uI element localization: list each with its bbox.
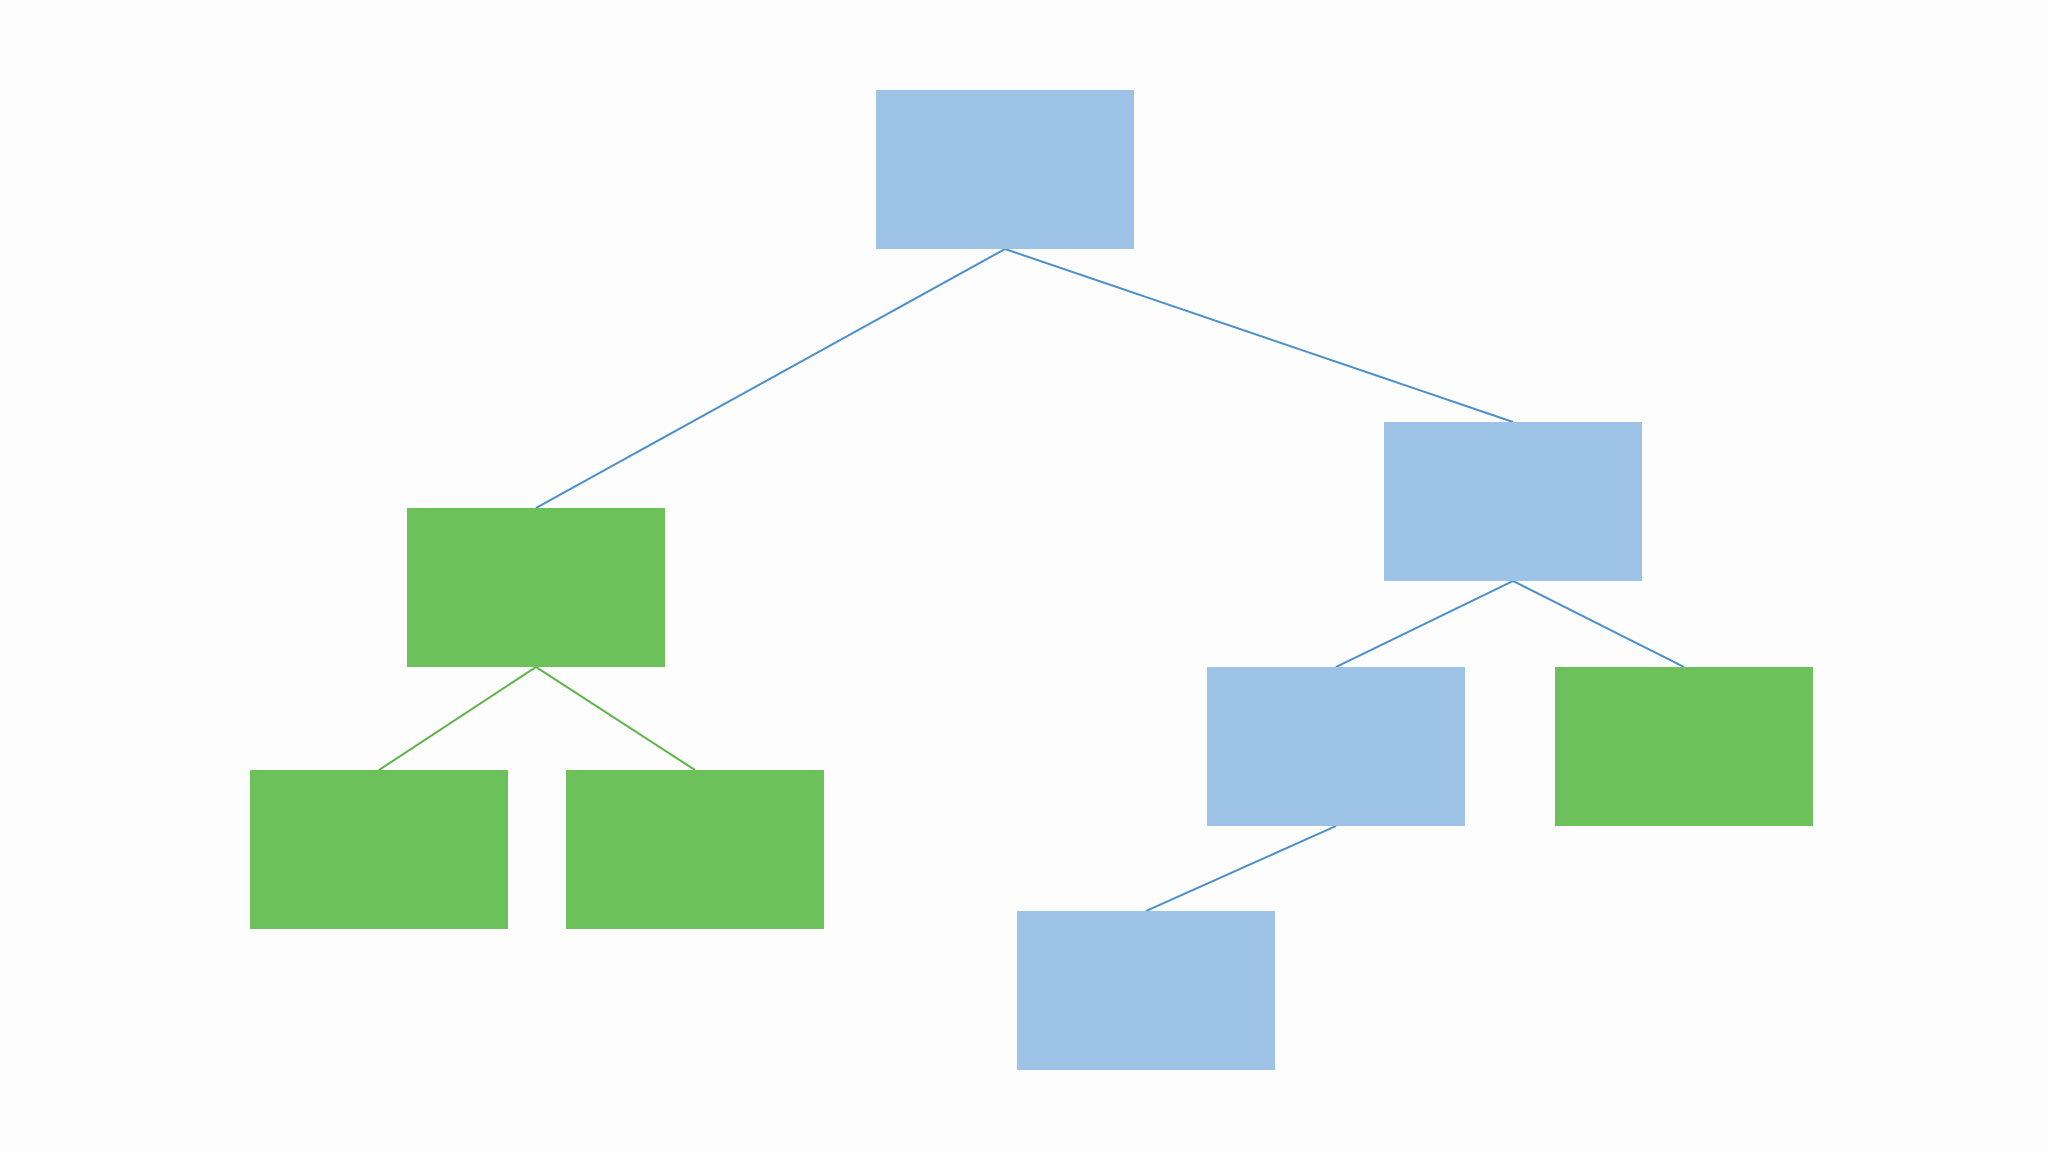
edge-root-to-right-child	[1004, 248, 1514, 423]
node-right-left-left-leaf	[1017, 911, 1275, 1070]
edge-right-child-to-right-right-leaf	[1512, 580, 1685, 668]
node-right-left-child	[1207, 667, 1465, 826]
node-root	[876, 90, 1134, 249]
edge-right-child-to-right-left-child	[1335, 580, 1514, 668]
node-right-right-leaf	[1555, 667, 1813, 826]
node-right-child	[1384, 422, 1642, 581]
edge-root-to-left-child	[535, 248, 1006, 509]
node-left-left-leaf	[250, 770, 508, 929]
edge-left-child-to-left-left-leaf	[378, 666, 537, 771]
node-left-child	[407, 508, 665, 667]
edge-left-child-to-left-right-leaf	[535, 666, 696, 771]
nodes-layer	[250, 90, 1813, 1070]
edge-right-left-child-to-right-left-left-leaf	[1145, 825, 1337, 912]
node-left-right-leaf	[566, 770, 824, 929]
edges-layer	[378, 248, 1685, 912]
